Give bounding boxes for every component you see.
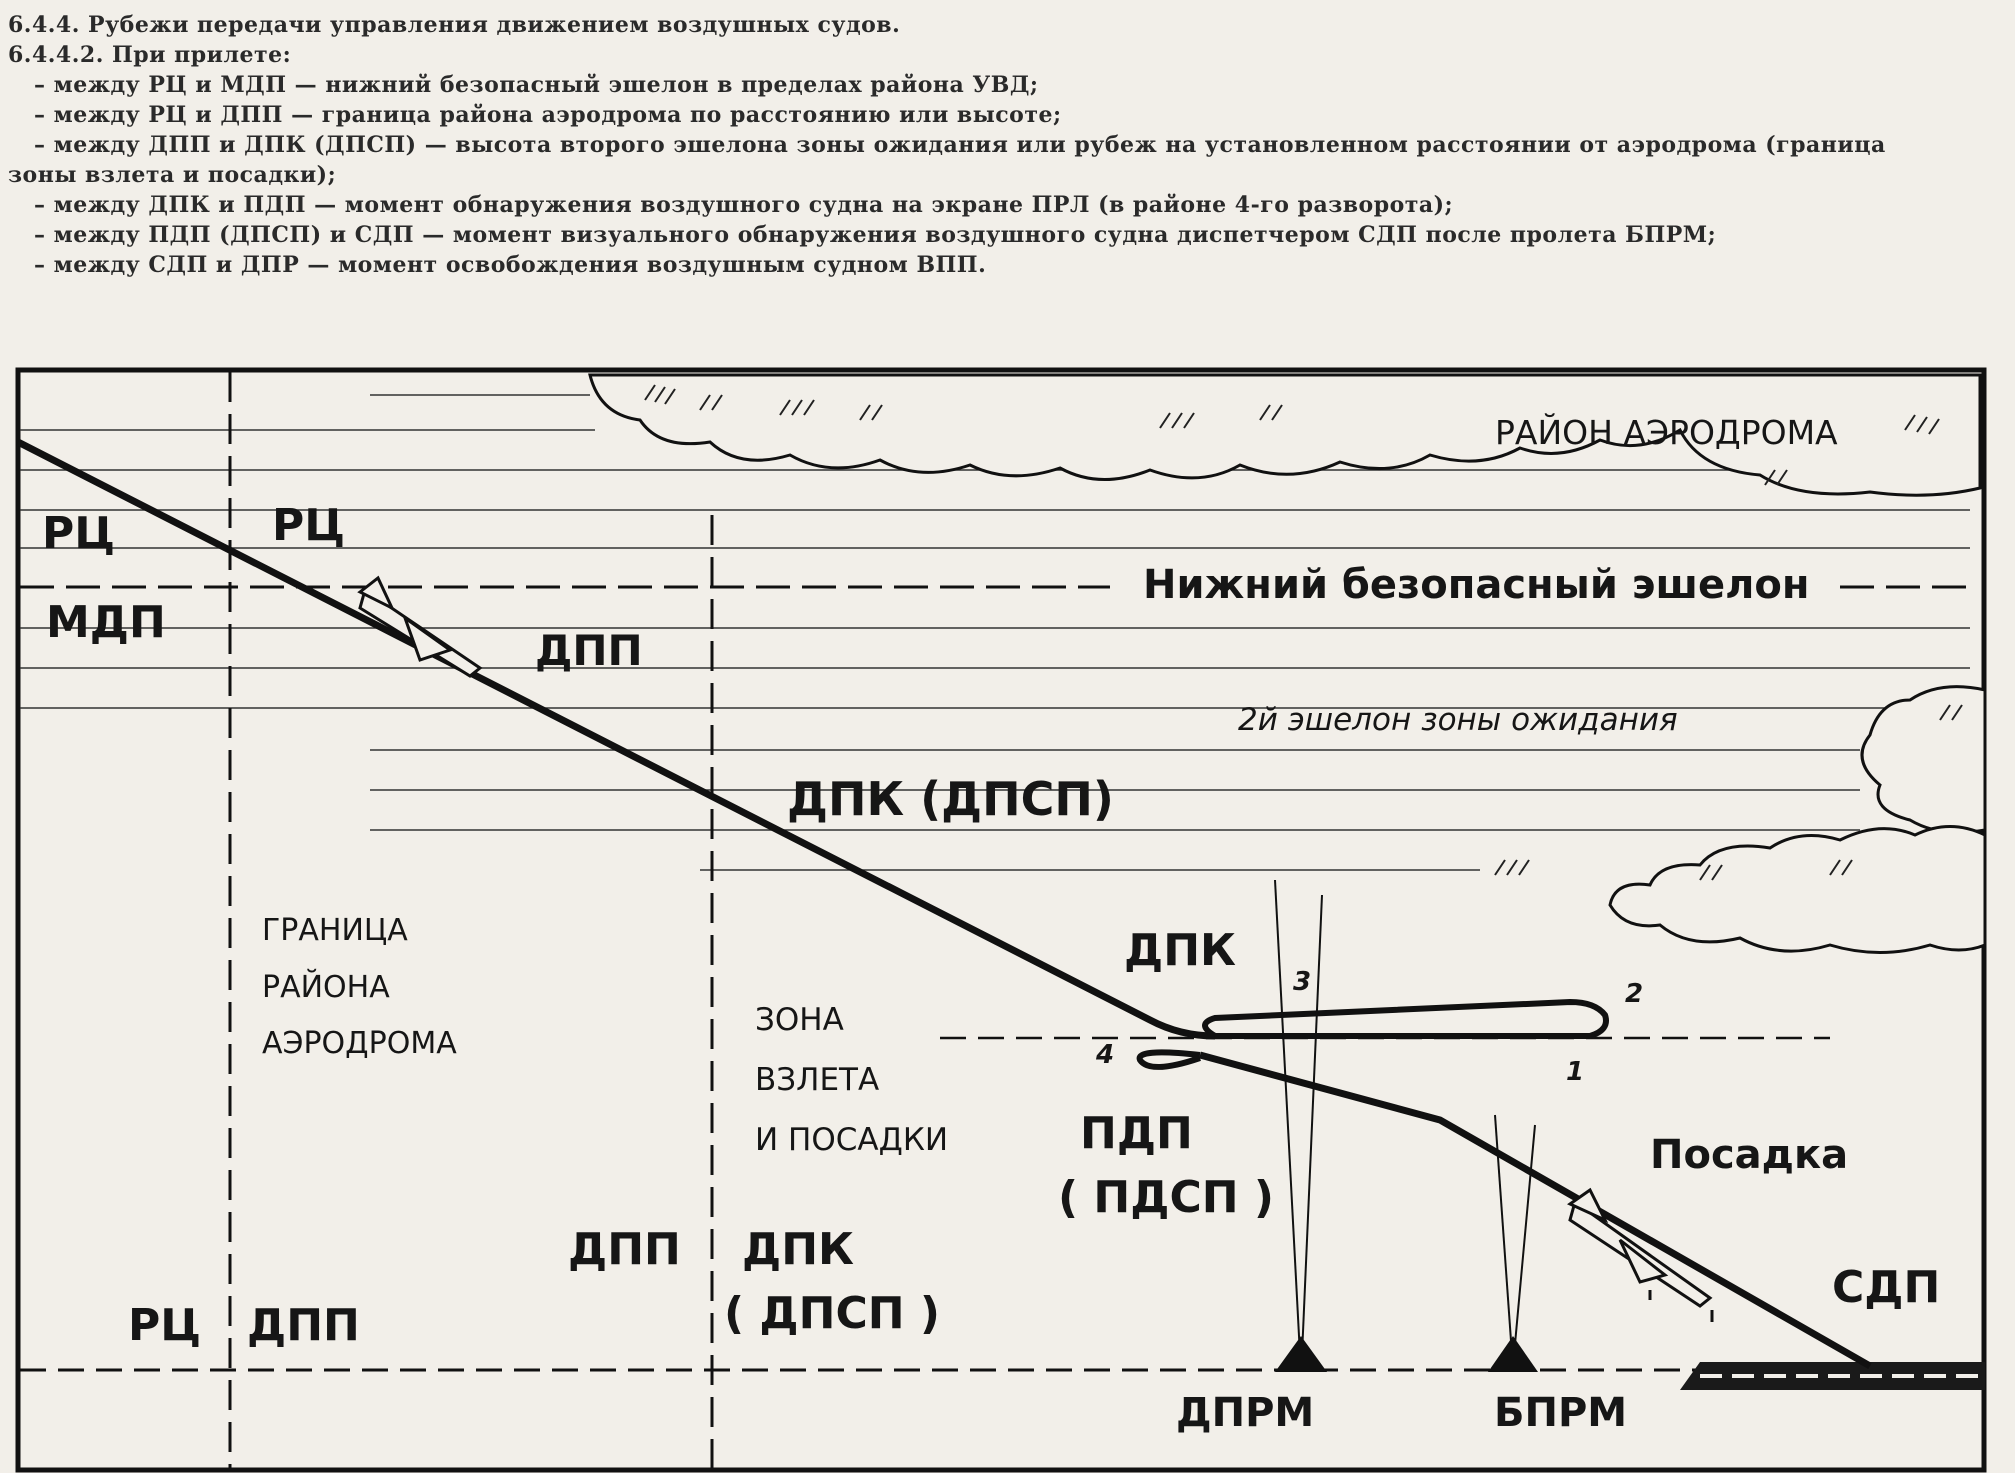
aircraft-upper-icon bbox=[357, 575, 483, 678]
label-sdp: СДП bbox=[1832, 1262, 1940, 1313]
label-dpp-bottom: ДПП bbox=[568, 1224, 681, 1275]
label-holding-level: 2й эшелон зоны ожидания bbox=[1238, 702, 1678, 738]
boundary-line1: ГРАНИЦА bbox=[262, 913, 408, 948]
heading-text: 6.4.4. Рубежи передачи управления движен… bbox=[8, 10, 2008, 280]
list-item: зоны взлета и посадки); bbox=[8, 162, 337, 188]
cloud-right-upper bbox=[1860, 685, 1987, 834]
boundary-line2: РАЙОНА bbox=[262, 969, 390, 1005]
beacons bbox=[1275, 1336, 1538, 1372]
beacon-outer-icon bbox=[1275, 1336, 1327, 1372]
beacon-inner-icon bbox=[1488, 1336, 1538, 1372]
area-title: РАЙОН АЭРОДРОМА bbox=[1495, 412, 1838, 452]
approach-path bbox=[16, 438, 1216, 1040]
holding-pattern bbox=[1202, 998, 1609, 1039]
section-title: 6.4.4. Рубежи передачи управления движен… bbox=[8, 12, 901, 38]
list-item: – между ДПП и ДПК (ДПСП) — высота второг… bbox=[34, 132, 1886, 158]
list-item: – между ДПК и ПДП — момент обнаружения в… bbox=[34, 192, 1454, 218]
cloud-right-lower bbox=[1608, 825, 1987, 954]
label-rc-second: РЦ bbox=[272, 500, 345, 551]
zone-line3: И ПОСАДКИ bbox=[755, 1122, 948, 1158]
label-dpp-upper: ДПП bbox=[535, 626, 643, 675]
label-mdp: МДП bbox=[46, 597, 166, 648]
aircraft-lower-icon bbox=[1566, 1187, 1714, 1322]
label-dprm: ДПРМ bbox=[1176, 1390, 1314, 1436]
subsection-title: 6.4.4.2. При прилете: bbox=[8, 42, 292, 68]
cloud-shading bbox=[644, 384, 1963, 881]
cloud-top bbox=[588, 373, 1982, 497]
label-dpk-mid: ДПК bbox=[1124, 925, 1236, 976]
turn-1: 1 bbox=[1566, 1057, 1584, 1087]
sector-boundaries bbox=[228, 372, 714, 1468]
beacon-beams bbox=[1274, 879, 1536, 1356]
turn-2: 2 bbox=[1625, 979, 1643, 1009]
label-bprm: БПРМ bbox=[1494, 1390, 1627, 1436]
label-dpk-dpsp-upper: ДПК (ДПСП) bbox=[787, 772, 1114, 826]
list-item: – между РЦ и ДПП — граница района аэродр… bbox=[34, 102, 1062, 128]
label-landing: Посадка bbox=[1650, 1132, 1848, 1178]
label-rc-bottom: РЦ bbox=[128, 1300, 201, 1351]
label-dpsp-bottom: ( ДПСП ) bbox=[724, 1288, 940, 1339]
list-item: – между ПДП (ДПСП) и СДП — момент визуал… bbox=[34, 222, 1717, 248]
final-approach-path bbox=[1199, 1051, 1872, 1370]
label-lower-safe-level: Нижний безопасный эшелон bbox=[1143, 562, 1810, 608]
list-item: – между СДП и ДПР — момент освобождения … bbox=[34, 252, 987, 278]
boundary-line3: АЭРОДРОМА bbox=[262, 1026, 457, 1061]
label-rc-left: РЦ bbox=[42, 508, 115, 559]
turn-4: 4 bbox=[1095, 1040, 1114, 1070]
label-dpp-bottom-left: ДПП bbox=[247, 1300, 360, 1351]
label-dpk-bottom: ДПК bbox=[742, 1224, 854, 1275]
runway bbox=[1680, 1362, 1985, 1390]
list-item: – между РЦ и МДП — нижний безопасный эше… bbox=[34, 72, 1039, 98]
zone-line2: ВЗЛЕТА bbox=[755, 1062, 879, 1098]
zone-line1: ЗОНА bbox=[755, 1002, 844, 1038]
turn-3: 3 bbox=[1293, 967, 1311, 997]
label-pdsp: ( ПДСП ) bbox=[1058, 1172, 1274, 1223]
label-pdp: ПДП bbox=[1080, 1108, 1193, 1159]
